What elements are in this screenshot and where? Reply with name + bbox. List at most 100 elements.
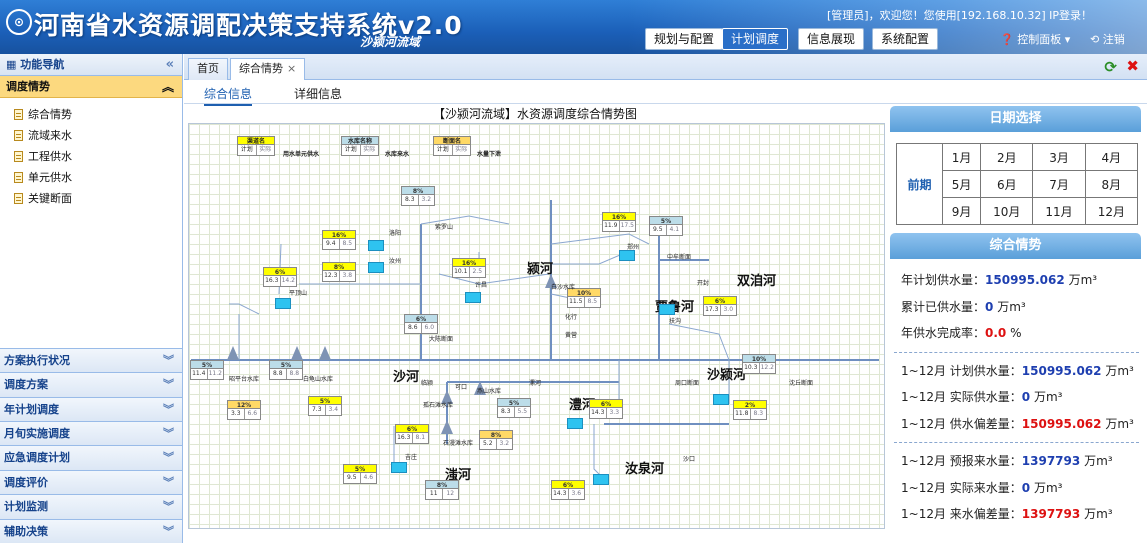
canal-line — [668, 323, 730, 361]
month-cell[interactable]: 4月 — [1084, 143, 1139, 171]
sidebar-section[interactable]: 方案执行状况︾ — [0, 347, 182, 373]
reservoir-marker[interactable] — [441, 390, 453, 404]
nav-planning[interactable]: 规划与配置 — [645, 28, 724, 50]
month-cell[interactable]: 1月 — [941, 143, 982, 171]
sidebar-item-unit-supply[interactable]: 单元供水 — [14, 167, 182, 188]
nav-system-config[interactable]: 系统配置 — [872, 28, 939, 50]
node-title: 6% — [404, 314, 438, 323]
supply-unit-marker[interactable] — [391, 462, 407, 473]
supply-unit-marker[interactable] — [593, 474, 609, 485]
supply-unit-marker[interactable] — [567, 418, 583, 429]
nav-info-display[interactable]: 信息展现 — [798, 28, 865, 50]
sidebar-section-active[interactable]: 调度情势 ︽ — [0, 76, 182, 98]
sidebar-section[interactable]: 应急调度计划︾ — [0, 445, 182, 470]
node-title: 5% — [649, 216, 683, 225]
sidebar-section[interactable]: 计划监测︾ — [0, 494, 182, 519]
location-label: 化行 — [565, 314, 578, 321]
section-label: 计划监测 — [4, 500, 48, 514]
month-cell[interactable]: 11月 — [1032, 197, 1086, 225]
subtab-details[interactable]: 详细信息 — [294, 87, 343, 101]
month-cell[interactable]: 2月 — [980, 143, 1034, 171]
supply-unit-marker[interactable] — [368, 240, 384, 251]
supply-unit-marker[interactable] — [619, 250, 635, 261]
collapse-sidebar-icon[interactable]: « — [165, 57, 174, 72]
subtab-summary[interactable]: 综合信息 — [204, 85, 253, 106]
supply-unit-marker[interactable] — [368, 262, 384, 273]
reservoir-marker[interactable] — [227, 346, 239, 360]
reservoir-marker[interactable] — [474, 381, 486, 395]
sidebar-section[interactable]: 月旬实施调度︾ — [0, 421, 182, 446]
month-cell[interactable]: 12月 — [1084, 197, 1139, 225]
sidebar-item-project-supply[interactable]: 工程供水 — [14, 146, 182, 167]
node-actual: 3.8 — [338, 271, 356, 281]
logout-link[interactable]: ⟲ 注销 — [1090, 31, 1125, 47]
month-cell[interactable]: 9月 — [941, 197, 982, 225]
month-cell[interactable]: 10月 — [980, 197, 1034, 225]
sidebar-section[interactable]: 调度评价︾ — [0, 469, 182, 495]
node-plan: 9.4 — [325, 240, 336, 247]
month-cell[interactable]: 5月 — [941, 170, 982, 198]
refresh-icon[interactable]: ⟳ — [1104, 58, 1117, 76]
summary-label: 年计划供水量： — [901, 273, 986, 287]
sidebar-section[interactable]: 调度方案︾ — [0, 372, 182, 397]
summary-label: 年供水完成率： — [901, 326, 986, 340]
sidebar-section[interactable]: 年计划调度︾ — [0, 396, 182, 422]
month-cell[interactable]: 7月 — [1032, 170, 1086, 198]
reservoir-marker[interactable] — [545, 274, 557, 288]
sidebar-section[interactable]: 辅助决策︾ — [0, 518, 182, 543]
node-plan: 9.5 — [346, 474, 357, 481]
river-label: 澧河 — [569, 398, 596, 413]
month-cell[interactable]: 3月 — [1032, 143, 1086, 171]
tab-home[interactable]: 首页 — [188, 58, 228, 80]
section-label: 调度情势 — [6, 80, 50, 93]
summary-label: 1~12月 实际供水量： — [901, 390, 1022, 404]
supply-unit-marker[interactable] — [275, 298, 291, 309]
supply-unit-marker[interactable] — [465, 292, 481, 303]
sidebar-item-inflow[interactable]: 流域来水 — [14, 125, 182, 146]
reservoir-marker[interactable] — [441, 420, 453, 434]
location-label: 开封 — [697, 280, 710, 287]
node-title: 6% — [395, 424, 429, 433]
supply-unit-marker[interactable] — [713, 394, 729, 405]
supply-unit-marker[interactable] — [659, 304, 675, 315]
sidebar-item-key-sections[interactable]: 关键断面 — [14, 188, 182, 209]
month-cell[interactable]: 6月 — [980, 170, 1034, 198]
location-label: 汝州 — [389, 258, 402, 265]
tab-overview[interactable]: 综合情势× — [230, 58, 306, 80]
nav-scheduling[interactable]: 计划调度 — [722, 28, 789, 50]
reservoir-marker[interactable] — [319, 346, 331, 360]
node-actual: 2.5 — [468, 267, 486, 277]
sidebar-item-overview[interactable]: 综合情势 — [14, 104, 182, 125]
period-label: 前期 — [896, 143, 943, 225]
close-all-icon[interactable]: ✖ — [1126, 57, 1139, 75]
summary-row: 1~12月 实际供水量：0 万m³ — [888, 384, 1145, 411]
summary-row: 1~12月 供水偏差量：150995.062 万m³ — [888, 411, 1145, 438]
month-cell[interactable]: 8月 — [1084, 170, 1139, 198]
reservoir-marker[interactable] — [291, 346, 303, 360]
control-panel-link[interactable]: ❓ 控制面板 ▾ — [1000, 31, 1070, 47]
close-tab-icon[interactable]: × — [287, 62, 297, 75]
